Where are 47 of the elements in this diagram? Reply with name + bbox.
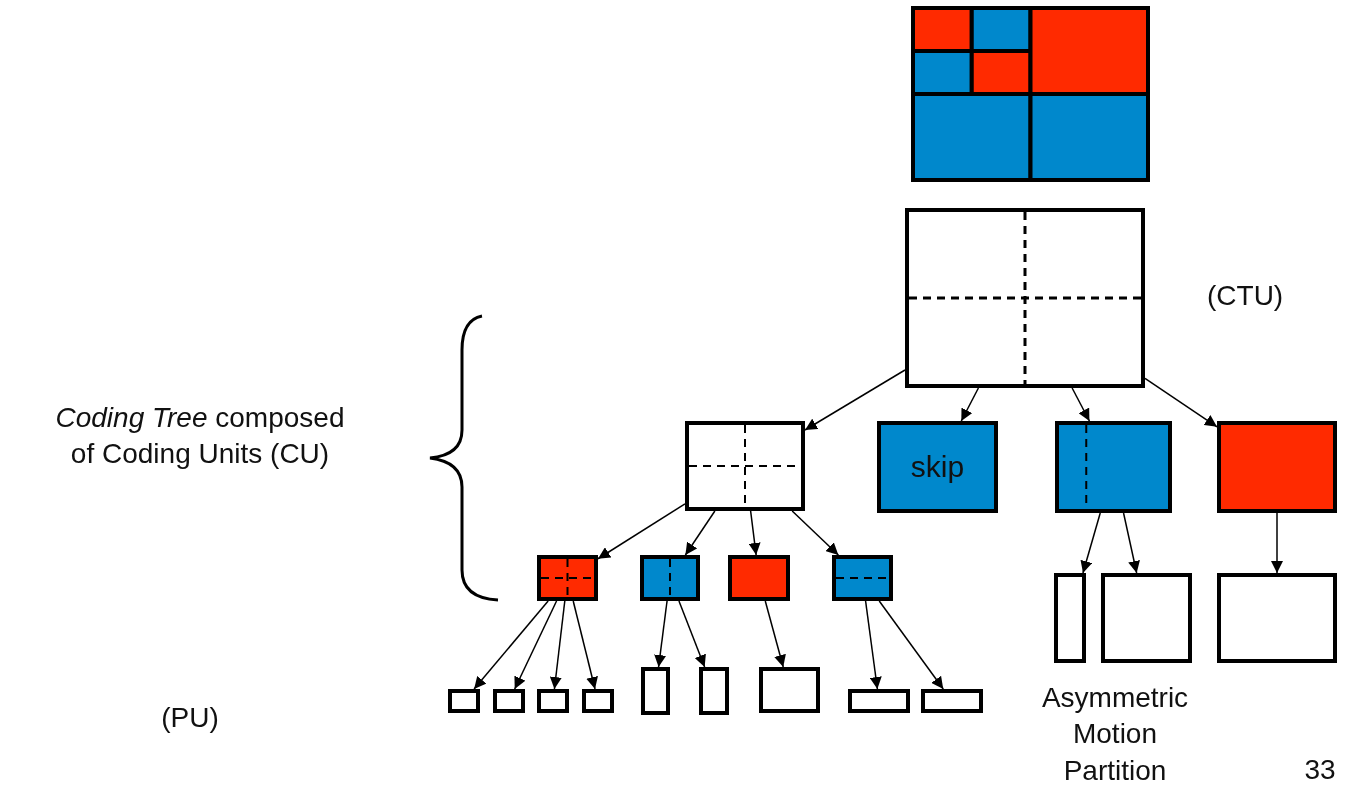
partition-block	[537, 555, 598, 601]
arrow	[748, 510, 761, 556]
coding-tree-label: Coding Tree composed of Coding Units (CU)	[54, 401, 346, 472]
arrow	[513, 600, 558, 690]
partition-block	[641, 667, 670, 715]
arrow	[684, 510, 716, 556]
partition-block	[699, 667, 729, 715]
arrow	[549, 600, 566, 690]
partition-block	[921, 689, 983, 713]
partition-block	[1217, 573, 1337, 663]
partition-block	[728, 555, 790, 601]
arrow	[864, 600, 882, 690]
partition-block	[759, 667, 820, 713]
partition-block	[640, 555, 700, 601]
arrow	[572, 600, 598, 690]
arrow	[791, 510, 840, 556]
arrow	[654, 600, 668, 668]
arrow	[878, 600, 944, 690]
arrow	[804, 369, 906, 431]
arrow	[1271, 512, 1283, 574]
skip-block	[877, 421, 998, 513]
arrow	[473, 600, 549, 690]
partition-block	[582, 689, 614, 713]
partition-block	[685, 421, 805, 511]
arrow	[1122, 512, 1140, 574]
level-label: (PU)	[160, 701, 220, 735]
arrow	[1071, 387, 1091, 422]
arrow	[1080, 512, 1101, 574]
partition-block	[448, 689, 480, 713]
partition-block	[1217, 421, 1337, 513]
note-text: Asymmetric Motion Partition	[1040, 681, 1190, 788]
partition-block	[848, 689, 910, 713]
partition-block	[1101, 573, 1192, 663]
block-label: skip	[910, 450, 965, 484]
arrow	[678, 600, 706, 668]
arrow	[960, 387, 980, 422]
arrow	[597, 503, 686, 560]
partition-block	[905, 208, 1145, 388]
level-label: (CTU)	[1207, 279, 1284, 313]
partition-block	[537, 689, 569, 713]
arrow	[1144, 377, 1218, 428]
partition-block	[832, 555, 893, 601]
partition-block	[1054, 573, 1086, 663]
partition-block	[493, 689, 525, 713]
partition-block	[1055, 421, 1172, 513]
arrow	[764, 600, 786, 668]
page-number: 33	[1303, 753, 1337, 787]
